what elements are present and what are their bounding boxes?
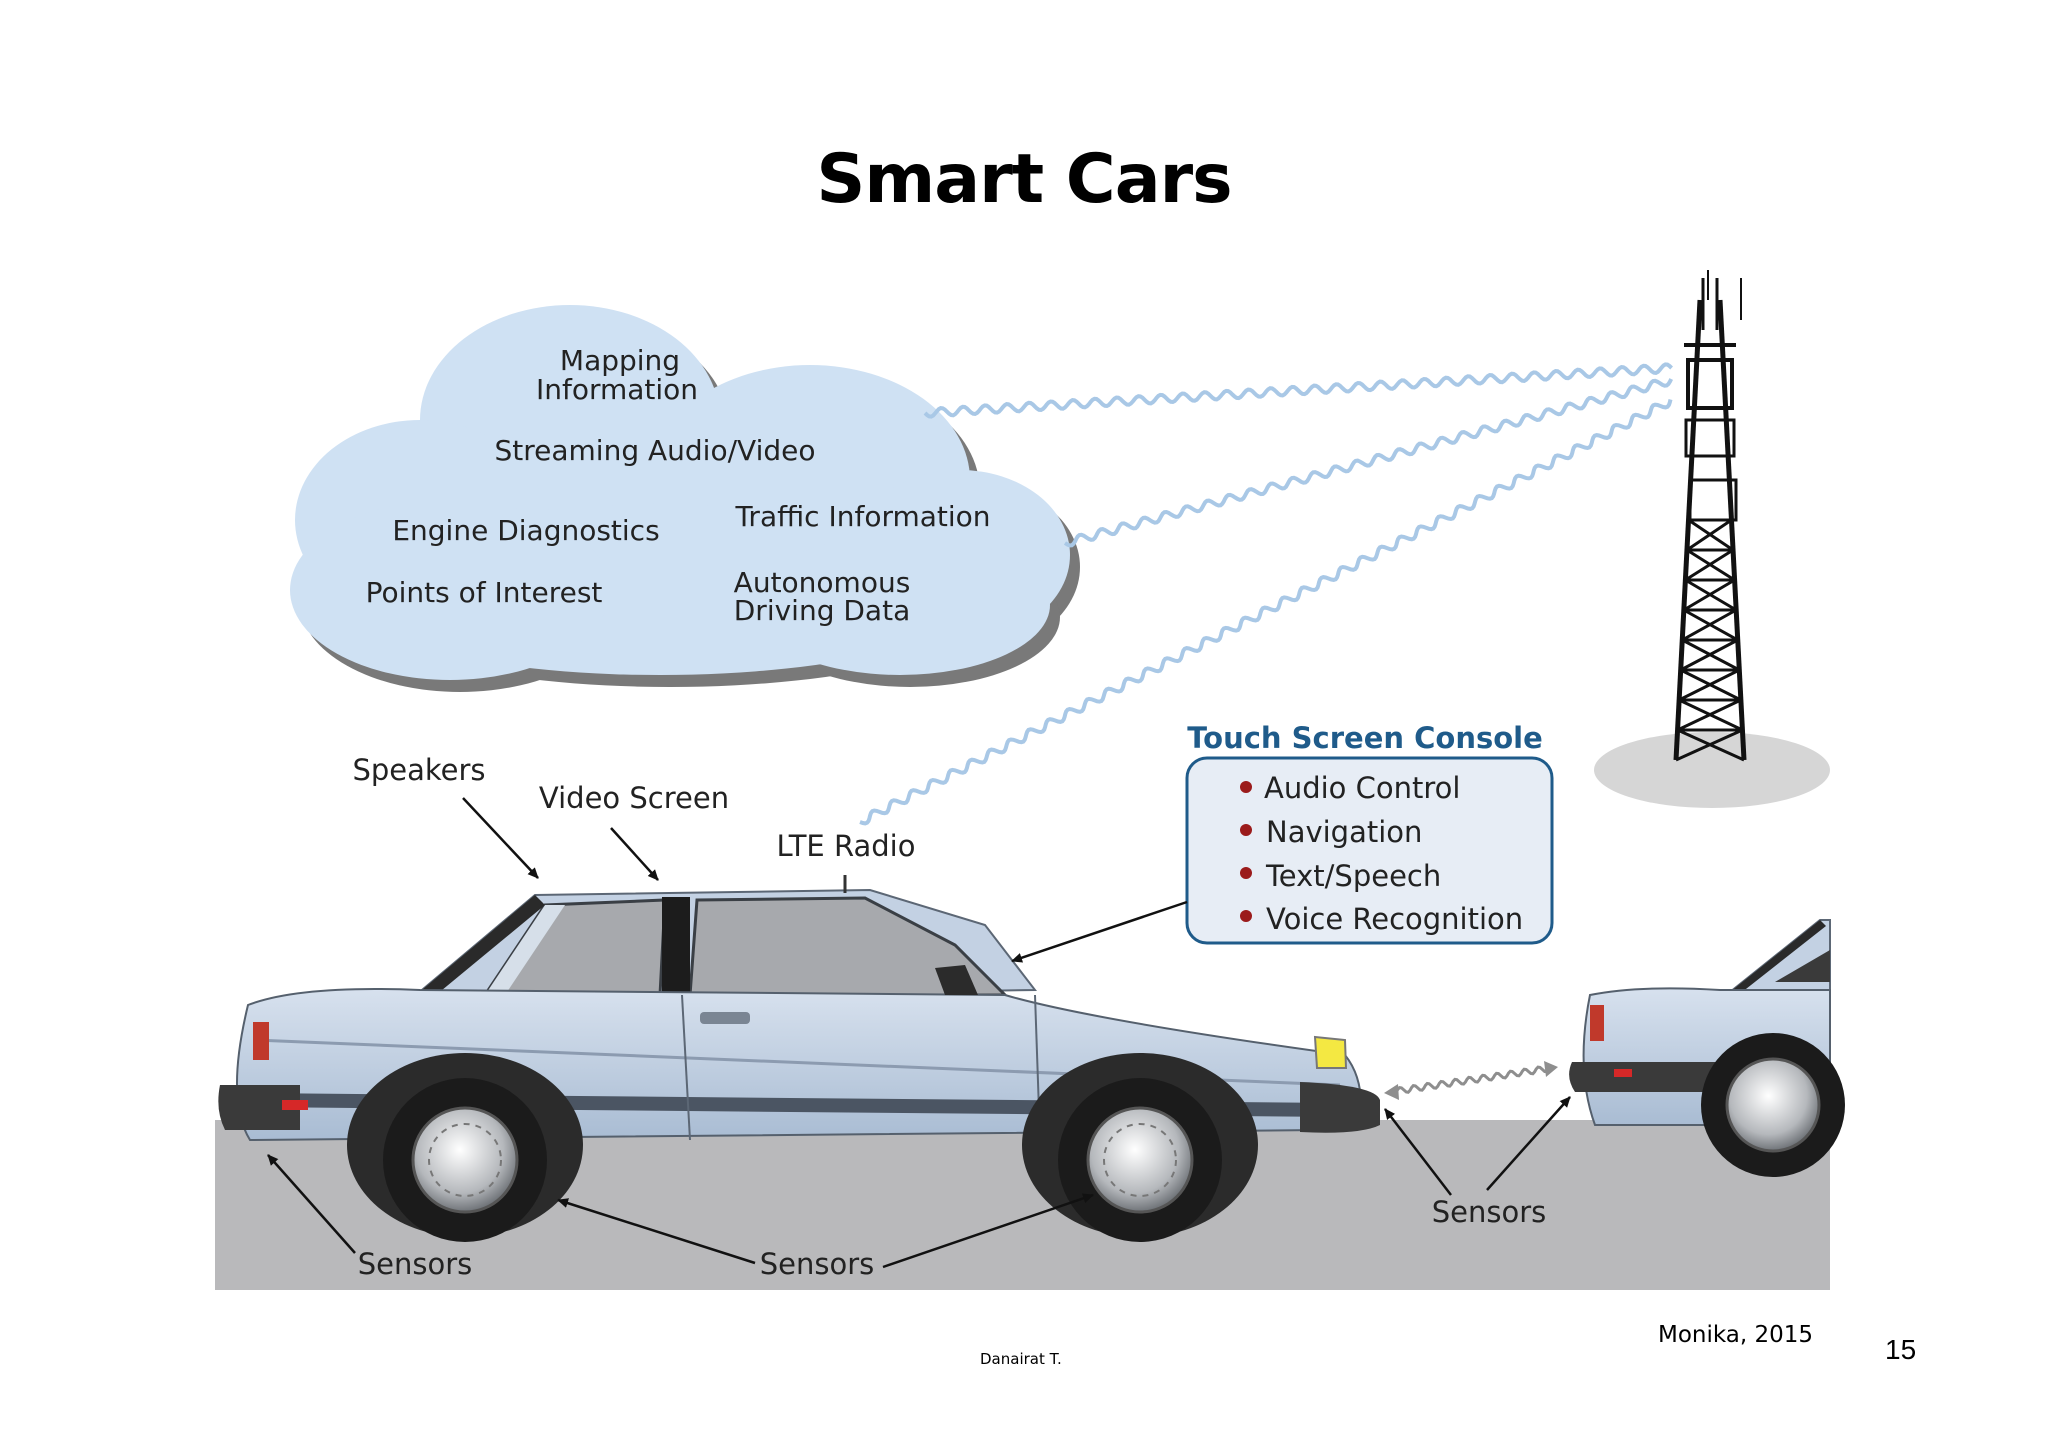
- touch-screen-console: Touch Screen Console Audio Control Navig…: [1185, 721, 1554, 945]
- vehicle-to-vehicle-link: [1384, 1061, 1558, 1100]
- cloud-item: Autonomous: [734, 566, 911, 599]
- console-item: Audio Control: [1264, 771, 1460, 805]
- footer-author: Danairat T.: [980, 1350, 1062, 1368]
- cloud-item: Mapping: [560, 344, 680, 377]
- tower-brace: [1681, 608, 1737, 642]
- cloud-item: Driving Data: [734, 594, 910, 627]
- tower-brace: [1675, 728, 1744, 762]
- video-screen-label: Video Screen: [539, 781, 729, 815]
- console-item: Navigation: [1266, 815, 1422, 849]
- cloud-item: Points of Interest: [366, 576, 603, 609]
- console-item: Voice Recognition: [1266, 902, 1523, 936]
- second-car: [1569, 919, 1845, 1177]
- console-bullet: [1240, 910, 1252, 922]
- tower-brace: [1683, 578, 1736, 612]
- console-title: Touch Screen Console: [1187, 721, 1543, 755]
- cloud-item: Streaming Audio/Video: [495, 434, 816, 467]
- cloud-item: Information: [536, 373, 698, 406]
- console-bullet: [1240, 781, 1252, 793]
- console-item: Text/Speech: [1265, 859, 1441, 893]
- console-bullet: [1240, 824, 1252, 836]
- slide-title: Smart Cars: [816, 140, 1232, 219]
- speakers-label: Speakers: [352, 753, 485, 787]
- cloud-item: Engine Diagnostics: [392, 514, 659, 547]
- v2v-wave: [1389, 1065, 1552, 1096]
- tower-brace: [1684, 548, 1734, 582]
- tower-brace: [1679, 638, 1739, 672]
- v2v-arrowhead: [1384, 1084, 1399, 1100]
- callout-arrows: [267, 797, 1571, 1269]
- page-number: 15: [1885, 1334, 1917, 1365]
- tower-shadow: [1594, 732, 1830, 808]
- v2v-arrowhead: [1544, 1061, 1558, 1077]
- rear-wheel: [383, 1078, 547, 1242]
- console-bullet: [1240, 867, 1252, 879]
- cell-tower-icon: [1673, 270, 1747, 762]
- wireless-wave: [923, 362, 1673, 419]
- front-wheel: [1058, 1078, 1222, 1242]
- cloud-item: Traffic Information: [734, 500, 990, 533]
- sensors-label-front: Sensors: [1432, 1195, 1547, 1229]
- lte-radio-label: LTE Radio: [777, 829, 916, 863]
- tower-brace: [1686, 518, 1733, 552]
- main-car: [218, 875, 1380, 1242]
- tower-brace: [1678, 668, 1740, 702]
- wireless-wave: [1063, 378, 1674, 548]
- tower-brace: [1676, 698, 1742, 732]
- footer-source: Monika, 2015: [1658, 1322, 1814, 1348]
- cloud: Mapping Information Streaming Audio/Vide…: [290, 305, 1080, 692]
- wireless-wave: [859, 399, 1673, 826]
- wireless-waves: [859, 362, 1674, 826]
- sensors-label-wheels: Sensors: [760, 1247, 875, 1281]
- sensors-label-rear: Sensors: [358, 1247, 473, 1281]
